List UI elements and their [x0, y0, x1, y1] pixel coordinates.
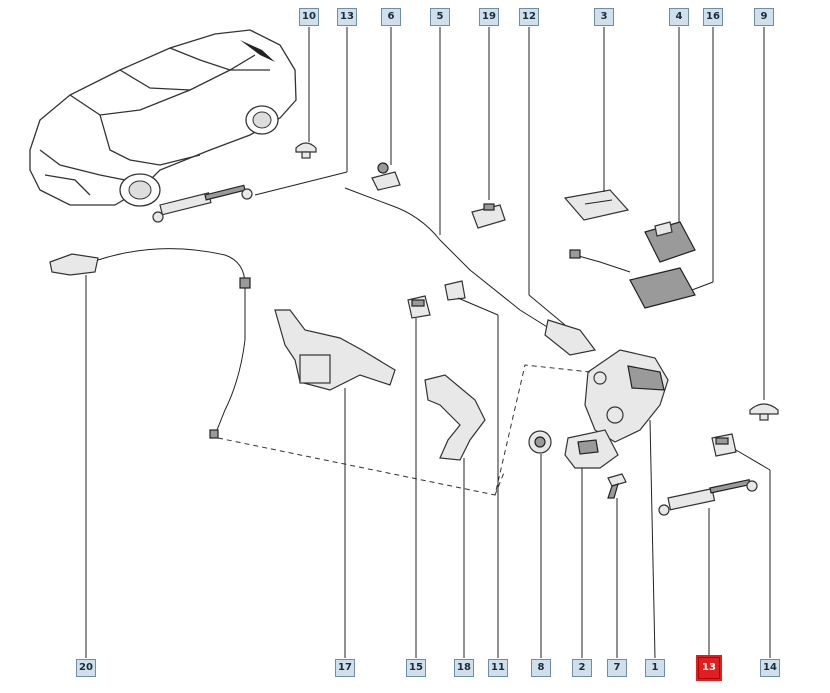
- part-19-bracket: [471, 203, 506, 229]
- part-13-gas-strut-upper: [152, 184, 253, 223]
- part-15-clip: [407, 295, 431, 319]
- part-9-clip: [749, 403, 779, 421]
- callout-5[interactable]: 5: [430, 8, 450, 26]
- part-14-clip: [711, 433, 737, 457]
- callout-8[interactable]: 8: [531, 659, 551, 677]
- callout-15[interactable]: 15: [406, 659, 426, 677]
- part-5-rod: [344, 187, 561, 336]
- part-10-clip: [295, 142, 317, 159]
- dashed-connections: [217, 364, 591, 496]
- part-13-gas-strut-lower: [658, 478, 758, 516]
- part-1-lock: [584, 349, 669, 443]
- leader-lines: [85, 27, 771, 659]
- part-17-bracket: [274, 309, 396, 391]
- part-2-striker: [564, 429, 619, 469]
- part-20-cable: [49, 248, 251, 439]
- callout-17[interactable]: 17: [335, 659, 355, 677]
- callout-12[interactable]: 12: [519, 8, 539, 26]
- callout-19[interactable]: 19: [479, 8, 499, 26]
- callout-20[interactable]: 20: [76, 659, 96, 677]
- callout-2[interactable]: 2: [572, 659, 592, 677]
- part-7-bolt: [607, 473, 627, 499]
- callout-13-selected[interactable]: 13: [698, 657, 720, 679]
- callout-13-upper[interactable]: 13: [337, 8, 357, 26]
- callout-10[interactable]: 10: [299, 8, 319, 26]
- callout-7[interactable]: 7: [607, 659, 627, 677]
- part-8-button: [528, 430, 552, 454]
- callout-6[interactable]: 6: [381, 8, 401, 26]
- callout-9[interactable]: 9: [754, 8, 774, 26]
- callout-4[interactable]: 4: [669, 8, 689, 26]
- callout-11[interactable]: 11: [488, 659, 508, 677]
- car-illustration: [29, 29, 297, 207]
- part-16-handle-lamp: [569, 249, 696, 309]
- part-12-link: [544, 319, 597, 356]
- callout-3[interactable]: 3: [594, 8, 614, 26]
- part-6-grommet: [371, 162, 401, 191]
- part-11-clip: [444, 280, 466, 301]
- part-4-switch: [644, 221, 696, 263]
- callout-18[interactable]: 18: [454, 659, 474, 677]
- callout-1[interactable]: 1: [645, 659, 665, 677]
- callout-14[interactable]: 14: [760, 659, 780, 677]
- callout-16[interactable]: 16: [703, 8, 723, 26]
- part-3-lamp: [563, 189, 630, 221]
- part-18-support: [424, 374, 486, 461]
